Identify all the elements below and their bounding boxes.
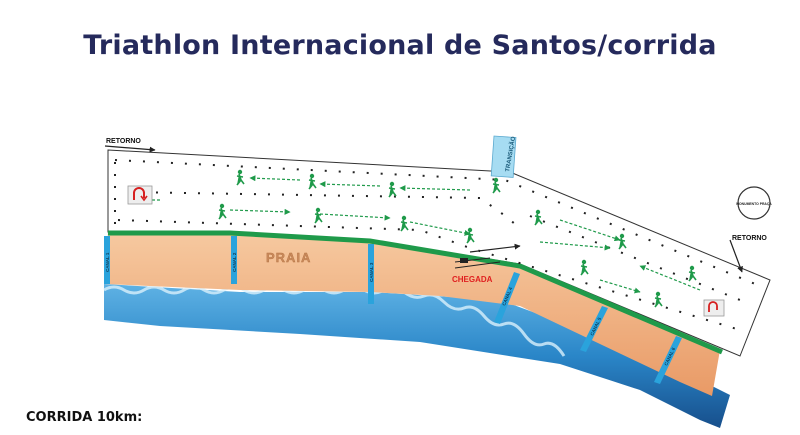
retorno-right-label: RETORNO — [732, 235, 767, 242]
direction-arrows — [129, 175, 701, 294]
monument-label: MONUMENTO PRAÇA — [736, 202, 772, 206]
page-title: Triathlon Internacional de Santos/corrid… — [83, 30, 717, 61]
race-distance-caption: CORRIDA 10km: — [26, 410, 143, 425]
canal-2 — [231, 236, 237, 284]
green-boundary — [108, 230, 723, 355]
flag-icon — [460, 258, 468, 263]
canal-5 — [580, 306, 608, 352]
arrow-icon — [104, 145, 156, 153]
sea-area — [104, 284, 730, 428]
u-turn-icon — [703, 299, 725, 317]
transition-panel — [490, 135, 517, 178]
runner-limbs — [218, 173, 697, 308]
canal-4 — [494, 272, 520, 324]
canal-3 — [368, 244, 374, 304]
u-turn-icon — [127, 185, 153, 205]
beach-sand — [104, 232, 720, 396]
canal-3-label: CANAL 3 — [369, 262, 374, 282]
course-dots-right — [529, 215, 741, 301]
canal-6 — [654, 336, 682, 384]
course-dots-top — [114, 159, 761, 287]
monument-marker — [737, 186, 771, 220]
canal-2-label: CANAL 2 — [232, 252, 237, 272]
wave-foam — [103, 285, 566, 357]
canal-1-label: CANAL 1 — [105, 252, 110, 272]
arrow-icon — [729, 239, 743, 273]
praia-label: PRAIA — [266, 250, 311, 265]
chegada-label: CHEGADA — [452, 275, 493, 284]
canals — [104, 236, 682, 384]
finish-area — [454, 243, 521, 269]
canal-1 — [104, 236, 110, 284]
course-dots-inner — [127, 191, 521, 229]
retorno-left-label: RETORNO — [106, 138, 141, 145]
